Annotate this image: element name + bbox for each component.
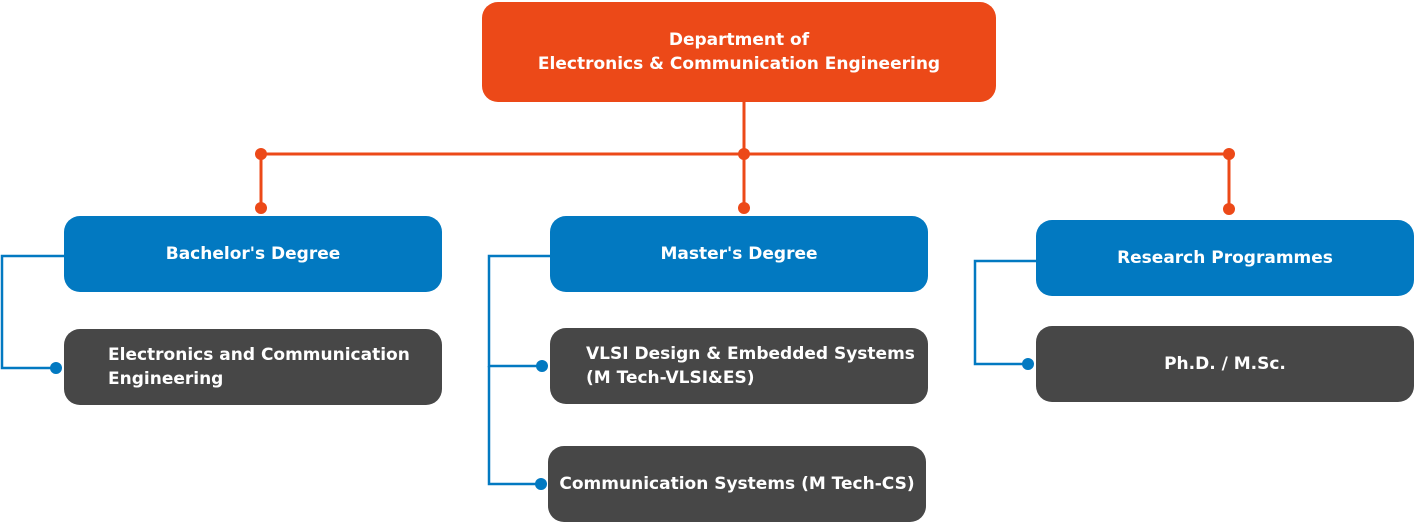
child-dot-ece — [50, 362, 62, 374]
program-line1: Ph.D. / M.Sc. — [1164, 354, 1286, 374]
category-label: Bachelor's Degree — [165, 244, 341, 264]
department-node: Department of Electronics & Communicatio… — [482, 2, 996, 102]
node-dot-master — [738, 202, 750, 214]
child-dot-phd — [1022, 358, 1034, 370]
master-child-line-1 — [487, 254, 550, 368]
program-line1: Electronics and Communication — [108, 345, 410, 365]
research-child-line — [973, 259, 1036, 366]
category-label: Master's Degree — [660, 244, 818, 264]
program-vlsi: VLSI Design & Embedded Systems (M Tech-V… — [550, 328, 928, 404]
bachelor-child-line — [0, 254, 64, 370]
category-research: Research Programmes — [1036, 220, 1414, 296]
node-dot-bachelor — [255, 202, 267, 214]
department-title-line2: Electronics & Communication Engineering — [537, 54, 941, 74]
department-title-line1: Department of — [668, 30, 810, 50]
master-child-line-2 — [487, 366, 540, 486]
program-line1: VLSI Design & Embedded Systems — [586, 344, 915, 364]
program-line2: Engineering — [108, 369, 224, 389]
node-dot-research — [1223, 203, 1235, 215]
program-cs: Communication Systems (M Tech-CS) — [548, 446, 926, 522]
program-ece: Electronics and Communication Engineerin… — [64, 329, 442, 405]
child-dot-cs — [535, 478, 547, 490]
child-dot-vlsi — [536, 360, 548, 372]
category-label: Research Programmes — [1117, 248, 1333, 268]
category-masters: Master's Degree — [550, 216, 928, 292]
bus-dot-center — [738, 148, 750, 160]
program-line1: Communication Systems (M Tech-CS) — [559, 474, 915, 494]
bus-dot-left — [255, 148, 267, 160]
bus-dot-right — [1223, 148, 1235, 160]
program-phd: Ph.D. / M.Sc. — [1036, 326, 1414, 402]
program-line2: (M Tech-VLSI&ES) — [586, 368, 755, 388]
category-bachelors: Bachelor's Degree — [64, 216, 442, 292]
